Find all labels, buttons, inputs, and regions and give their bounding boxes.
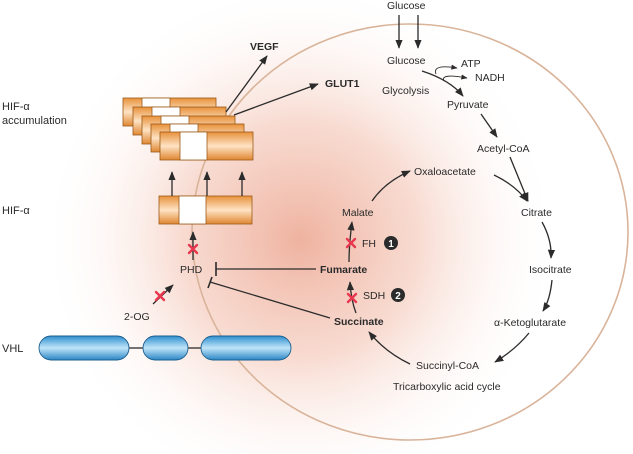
nadh-arrow xyxy=(443,74,468,82)
label-oxaloacetate: Oxaloacetate xyxy=(414,166,476,178)
arrow-succinylcoa-succinate xyxy=(368,331,411,365)
arrow-to-glut1 xyxy=(233,83,319,116)
label-vegf: VEGF xyxy=(250,41,279,53)
hif-copy-front xyxy=(159,131,254,161)
badge-2-text: 2 xyxy=(395,291,401,302)
arrow-malate-oxaloacetate xyxy=(371,170,411,202)
label-malate: Malate xyxy=(342,207,374,219)
arrow-oxaloacetate-citrate xyxy=(493,174,528,202)
hif-alpha-protein xyxy=(158,195,253,225)
glycolysis-arrow xyxy=(421,70,464,97)
label-hif-accumulation-2: accumulation xyxy=(2,115,67,127)
block-mark-icon xyxy=(154,290,166,302)
arrow-to-vegf xyxy=(225,55,268,113)
vhl-protein xyxy=(38,335,292,361)
label-isocitrate: Isocitrate xyxy=(529,264,572,276)
label-succinyl-coa: Succinyl-CoA xyxy=(416,360,479,372)
arrow-pyruvate-acetylcoa xyxy=(480,113,498,138)
label-tca-cycle: Tricarboxylic acid cycle xyxy=(393,381,501,393)
label-hif-accumulation: HIF-α xyxy=(2,101,30,113)
block-mark-icon xyxy=(187,243,199,255)
badge-1-text: 1 xyxy=(388,239,394,250)
badge-2 xyxy=(391,288,405,302)
label-fh: FH xyxy=(362,238,376,250)
arrow-isocitrate-akg xyxy=(542,279,553,312)
badge-1 xyxy=(384,236,398,250)
label-glucose-outside: Glucose xyxy=(387,0,426,12)
label-glycolysis: Glycolysis xyxy=(382,85,429,97)
arrow-akg-succinylcoa xyxy=(494,332,530,363)
label-alpha-ketoglutarate: α-Ketoglutarate xyxy=(494,317,566,329)
label-hif-alpha: HIF-α xyxy=(2,205,30,217)
block-mark-icon xyxy=(346,292,358,304)
label-succinate: Succinate xyxy=(334,316,384,328)
label-phd: PHD xyxy=(180,264,203,276)
label-nadh: NADH xyxy=(475,72,505,84)
label-glucose-inside: Glucose xyxy=(387,55,426,67)
label-citrate: Citrate xyxy=(521,207,552,219)
label-fumarate: Fumarate xyxy=(320,264,367,276)
label-pyruvate: Pyruvate xyxy=(447,99,489,111)
label-acetyl-coa: Acetyl-CoA xyxy=(477,143,530,155)
label-vhl: VHL xyxy=(2,343,23,355)
inhibit-succinate-phd xyxy=(209,281,331,319)
label-atp: ATP xyxy=(461,58,481,70)
hif-accumulation-stack xyxy=(122,97,254,161)
arrow-citrate-isocitrate xyxy=(541,221,556,259)
atp-arrow xyxy=(435,64,458,75)
block-mark-icon xyxy=(345,237,357,249)
label-glut1: GLUT1 xyxy=(325,78,360,90)
label-2og: 2-OG xyxy=(124,311,150,323)
label-sdh: SDH xyxy=(363,290,385,302)
